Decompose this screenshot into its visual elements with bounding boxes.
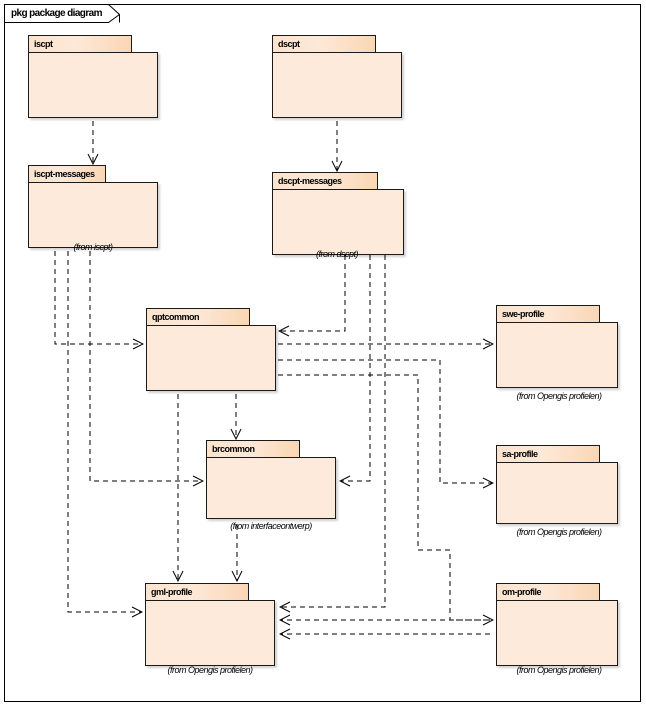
package-sa-profile-from: (from Opengis profielen) xyxy=(516,527,602,537)
package-iscpt-messages-from: (from iscpt) xyxy=(73,242,114,252)
package-dscpt-messages-body xyxy=(272,189,404,255)
package-qptcommon-title: qptcommon xyxy=(146,308,250,326)
package-sa-profile-body xyxy=(496,462,618,524)
package-swe-profile-from: (from Opengis profielen) xyxy=(516,391,602,401)
diagram-frame xyxy=(4,4,641,702)
package-dscpt-body xyxy=(272,52,402,118)
package-om-profile-body xyxy=(496,600,618,666)
package-brcommon-title: brcommon xyxy=(206,440,300,458)
package-swe-profile-body xyxy=(496,322,618,388)
frame-label: pkg package diagram xyxy=(11,8,102,19)
package-brcommon-from: (from interfaceontwerp) xyxy=(230,521,312,531)
package-qptcommon-body xyxy=(146,325,276,391)
package-dscpt-messages-title: dscpt-messages xyxy=(272,172,378,190)
package-om-profile-from: (from Opengis profielen) xyxy=(516,665,602,675)
package-swe-profile-title: swe-profile xyxy=(496,305,600,323)
package-iscpt-title: iscpt xyxy=(28,35,132,53)
package-iscpt-messages-title: iscpt-messages xyxy=(28,165,106,183)
package-sa-profile-title: sa-profile xyxy=(496,445,600,463)
package-gml-profile-body xyxy=(145,600,275,666)
package-iscpt-body xyxy=(28,52,158,118)
package-om-profile-title: om-profile xyxy=(496,583,600,601)
package-iscpt-messages-body xyxy=(28,182,158,248)
package-gml-profile-from: (from Opengis profielen) xyxy=(167,665,253,675)
package-dscpt-title: dscpt xyxy=(272,35,376,53)
package-brcommon-body xyxy=(206,457,336,519)
package-dscpt-messages-from: (from dscpt) xyxy=(315,249,359,259)
package-gml-profile-title: gml-profile xyxy=(145,583,249,601)
